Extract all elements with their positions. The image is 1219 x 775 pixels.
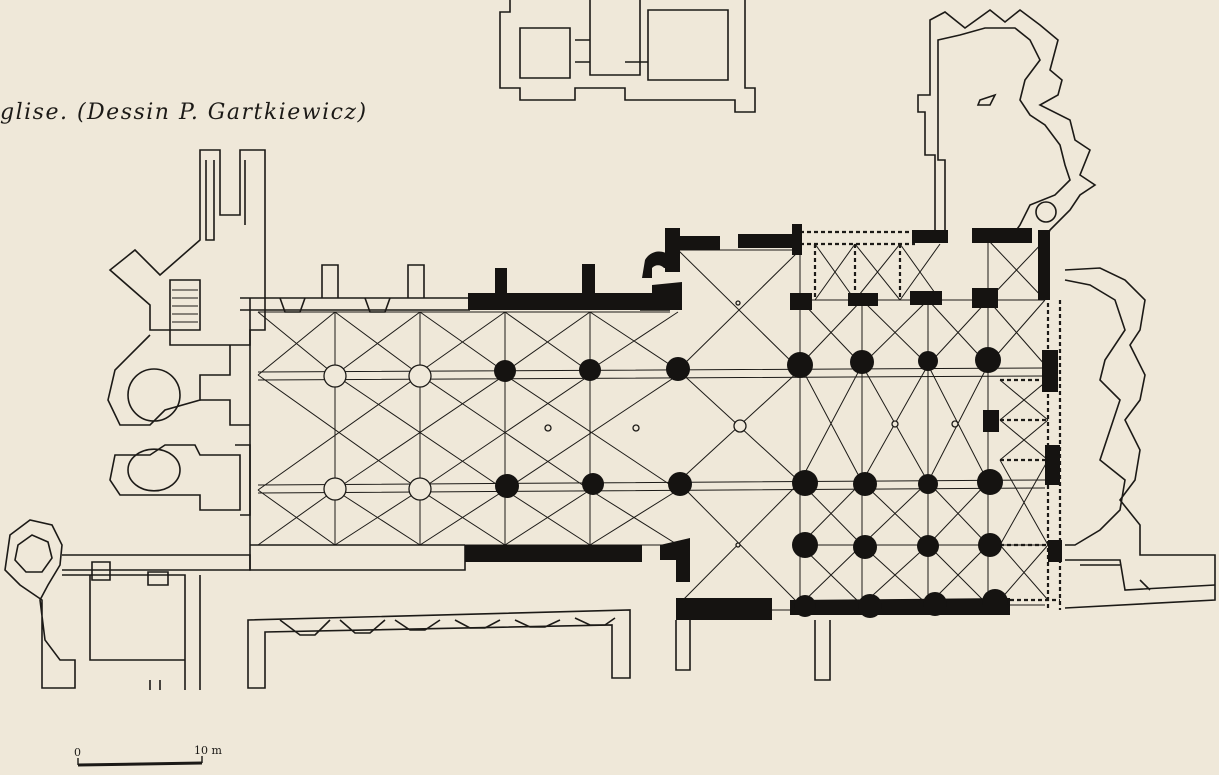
south-west-tower — [4, 519, 251, 690]
top-building-fragment — [499, 0, 756, 113]
extant-masonry — [465, 224, 1062, 620]
north-east-chapel — [917, 8, 1097, 243]
scale-bar: 0 10 m — [74, 744, 222, 767]
figure-caption: glise. (Dessin P. Gartkiewicz) — [0, 100, 368, 125]
west-annex — [107, 149, 266, 516]
scale-start-label: 0 — [74, 746, 81, 759]
scale-end-label: 10 m — [194, 744, 222, 757]
